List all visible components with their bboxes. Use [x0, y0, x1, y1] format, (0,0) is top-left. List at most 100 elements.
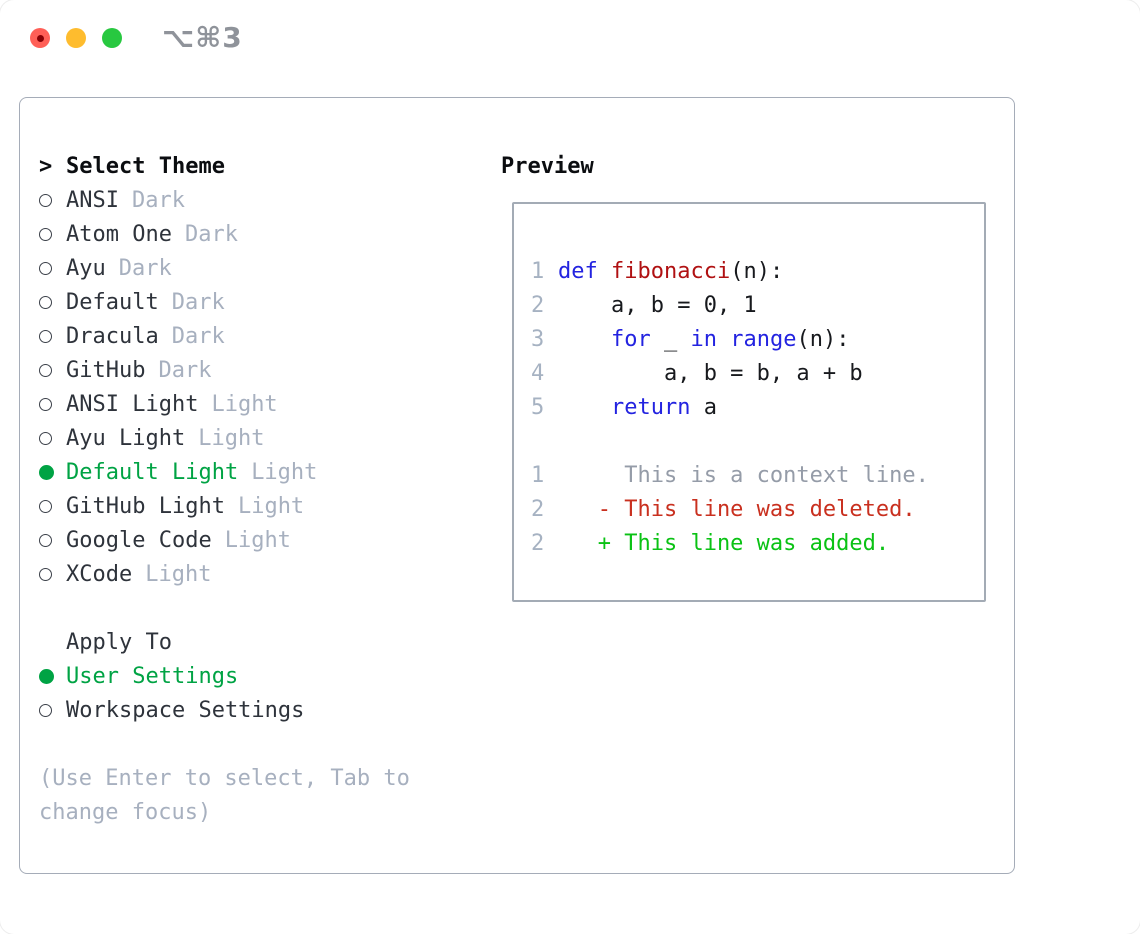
line-number: 4 — [531, 360, 545, 386]
line-number: 3 — [531, 326, 545, 352]
titlebar: ⌥⌘3 — [0, 0, 1140, 76]
theme-name: Dracula — [66, 323, 159, 349]
radio-icon — [39, 397, 52, 411]
theme-variant-badge: Light — [198, 425, 265, 451]
theme-variant-badge: Light — [224, 527, 291, 553]
code-segment: return — [610, 394, 691, 420]
theme-option[interactable]: Dracula Dark — [39, 319, 410, 353]
apply-to-option[interactable]: Workspace Settings — [39, 693, 410, 727]
line-number: 1 — [531, 258, 545, 284]
code-segment: def — [558, 258, 598, 284]
spacer — [39, 591, 410, 625]
code-segment: fibonacci — [611, 258, 731, 284]
theme-name: Ayu Light — [66, 425, 186, 451]
radio-icon — [39, 567, 52, 581]
code-line: 5 return a — [531, 390, 984, 424]
code-line: 2 - This line was deleted. — [531, 492, 984, 526]
code-segment: This is a context line. — [558, 462, 929, 488]
line-number: 5 — [531, 394, 545, 420]
radio-icon — [39, 703, 52, 717]
zoom-button[interactable] — [102, 28, 122, 48]
theme-name: XCode — [66, 561, 133, 587]
line-number: 2 — [531, 496, 545, 522]
theme-option[interactable]: Ayu Dark — [39, 251, 410, 285]
radio-icon — [39, 329, 52, 343]
code-line: 3 for _ in range(n): — [531, 322, 984, 356]
theme-option[interactable]: GitHub Dark — [39, 353, 410, 387]
code-segment: - This line was deleted. — [558, 496, 916, 522]
theme-variant-badge: Light — [251, 459, 318, 485]
theme-variant-badge: Light — [211, 391, 278, 417]
theme-name: ANSI Light — [66, 391, 199, 417]
radio-icon — [39, 227, 52, 241]
cursor-chevron-icon: > — [39, 153, 53, 179]
theme-variant-badge: Light — [237, 493, 305, 519]
selected-radio-icon — [39, 668, 54, 684]
code-segment — [598, 259, 611, 284]
theme-option[interactable]: ANSI Light Light — [39, 387, 410, 421]
radio-icon — [39, 499, 52, 513]
code-segment — [558, 327, 611, 352]
theme-name: GitHub — [66, 357, 146, 383]
apply-to-label: Workspace Settings — [66, 697, 305, 723]
code-line: 2 + This line was added. — [531, 526, 984, 560]
theme-option[interactable]: Google Code Light — [39, 523, 410, 557]
theme-variant-badge: Dark — [158, 357, 212, 383]
line-number: 2 — [531, 530, 545, 556]
theme-option[interactable]: Atom One Dark — [39, 217, 410, 251]
theme-name: ANSI — [66, 187, 119, 213]
minimize-button[interactable] — [66, 28, 86, 48]
radio-icon — [39, 193, 52, 207]
code-segment: a, b = b, a + b — [558, 360, 863, 386]
preview-title: Preview — [501, 153, 594, 179]
close-button[interactable] — [30, 28, 50, 48]
code-segment: _ — [650, 326, 691, 352]
code-segment: for — [610, 326, 651, 352]
theme-option[interactable]: Ayu Light Light — [39, 421, 410, 455]
code-segment: a — [690, 394, 717, 420]
apply-to-option[interactable]: User Settings — [39, 659, 410, 693]
radio-icon — [39, 533, 52, 547]
theme-variant-badge: Dark — [184, 221, 238, 247]
code-segment: + This line was added. — [558, 530, 890, 556]
window-shortcut-label: ⌥⌘3 — [162, 21, 243, 54]
theme-name: Ayu — [66, 255, 106, 281]
code-line: 1 This is a context line. — [531, 458, 984, 492]
theme-option[interactable]: GitHub Light Light — [39, 489, 410, 523]
code-segment — [558, 395, 611, 420]
theme-variant-badge: Dark — [171, 289, 225, 315]
theme-variant-badge: Light — [145, 561, 212, 587]
theme-name: Atom One — [66, 221, 172, 247]
theme-name: Google Code — [66, 527, 212, 553]
line-number: 1 — [531, 462, 545, 488]
radio-icon — [39, 295, 52, 309]
apply-to-header: Apply To — [39, 625, 410, 659]
theme-option[interactable]: XCode Light — [39, 557, 410, 591]
theme-variant-badge: Dark — [171, 323, 225, 349]
theme-variant-badge: Dark — [131, 187, 185, 213]
code-segment: in — [690, 326, 717, 352]
radio-icon — [39, 431, 52, 445]
code-segment: range — [730, 326, 797, 352]
theme-name: GitHub Light — [66, 493, 225, 519]
code-line — [531, 424, 984, 458]
radio-icon — [39, 363, 52, 377]
apply-to-title: Apply To — [66, 629, 172, 655]
select-theme-header: > Select Theme — [39, 149, 410, 183]
theme-option[interactable]: ANSI Dark — [39, 183, 410, 217]
code-segment: (n): — [796, 326, 850, 352]
selected-radio-icon — [39, 464, 54, 480]
theme-variant-badge: Dark — [118, 255, 172, 281]
hint-line-2: change focus) — [39, 799, 212, 825]
radio-icon — [39, 261, 52, 275]
line-number: 2 — [531, 292, 545, 318]
hint-line-1: (Use Enter to select, Tab to — [39, 765, 410, 791]
